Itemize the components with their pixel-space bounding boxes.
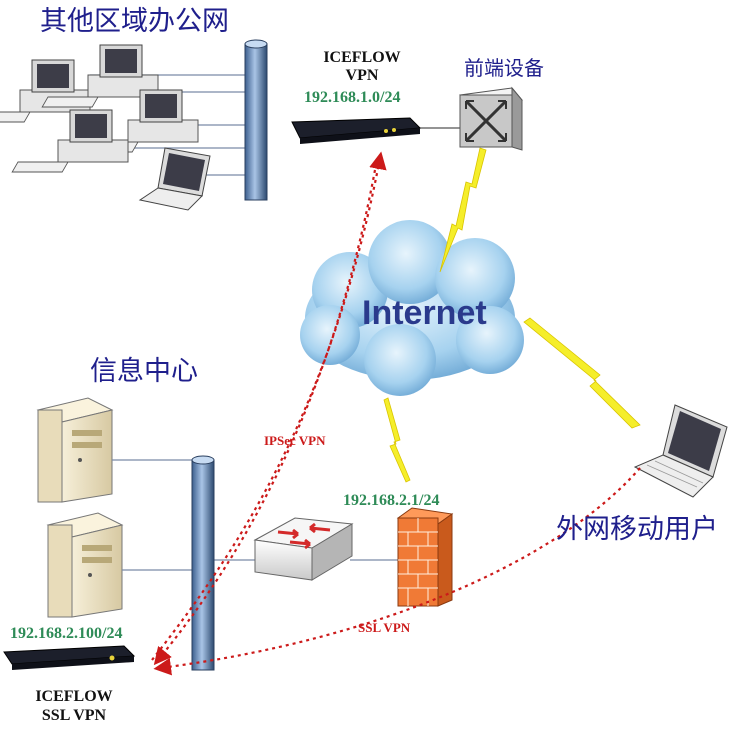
front-device-label: 前端设备 [464,56,544,80]
vpn-tunnels [151,151,641,676]
server-icon [46,512,124,618]
lightning-links [383,147,641,483]
ipsec-vpn-label: IPSec VPN [264,433,326,448]
mobile-users-label: 外网移动用户 [556,514,718,545]
server-icon [36,397,114,503]
remote-backbone-pipe [244,39,268,201]
top-vpn-name-line1: ICEFLOW [323,49,401,66]
bottom-vpn-name-line1: ICEFLOW [35,688,113,705]
router-icon [3,645,136,670]
bottom-vpn-name: ICEFLOW SSL VPN [20,689,128,724]
remote-office-computers [0,44,245,211]
desktop-pc-icon [11,109,129,173]
router-icon [291,117,460,144]
cloud-icon [300,220,524,396]
front-device-icon [459,86,523,151]
top-vpn-name: ICEFLOW VPN [318,50,406,84]
top-vpn-name-line2: VPN [345,67,379,84]
laptop-icon [138,147,211,211]
top-vpn-ip: 192.168.1.0/24 [304,89,401,106]
firewall-ip: 192.168.2.1/24 [343,492,440,509]
desktop-pc-icon [41,44,159,108]
ssl-vpn-label: SSL VPN [358,620,411,635]
bottom-vpn-ip: 192.168.2.100/24 [10,625,123,642]
firewall-icon [396,507,454,607]
laptop-icon [633,404,728,498]
info-center-backbone-pipe [191,455,215,671]
bottom-vpn-name-line2: SSL VPN [41,707,107,724]
switch-icon [253,517,354,581]
internet-label: Internet [362,294,487,332]
info-center-label: 信息中心 [90,356,198,387]
remote-office-label: 其他区域办公网 [40,6,229,37]
